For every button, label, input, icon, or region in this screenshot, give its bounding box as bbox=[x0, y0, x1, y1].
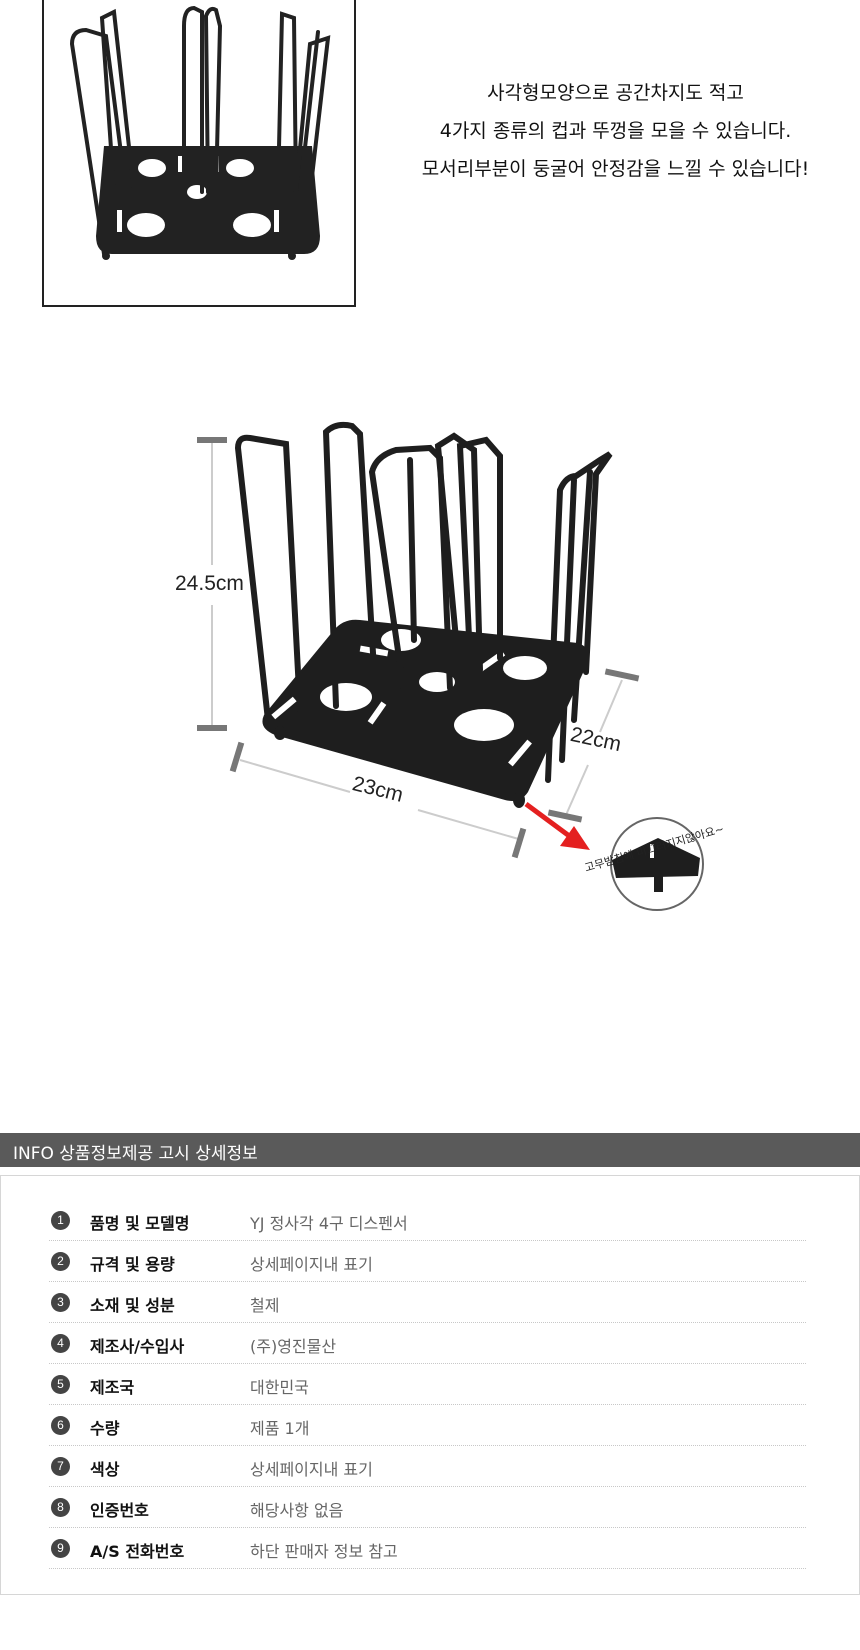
row-number-badge: 6 bbox=[51, 1416, 70, 1435]
row-label: 인증번호 bbox=[90, 1501, 149, 1520]
row-label: 제조사/수입사 bbox=[90, 1337, 185, 1356]
row-label: 수량 bbox=[90, 1419, 120, 1438]
row-value: (주)영진물산 bbox=[250, 1337, 337, 1356]
row-label: 품명 및 모델명 bbox=[90, 1214, 190, 1233]
info-header-bar: INFO 상품정보제공 고시 상세정보 bbox=[0, 1133, 860, 1167]
row-value: 상세페이지내 표기 bbox=[250, 1255, 373, 1274]
row-value: 대한민국 bbox=[250, 1378, 309, 1397]
row-label: A/S 전화번호 bbox=[90, 1542, 185, 1561]
rack-image bbox=[234, 421, 613, 808]
info-row: 6 수량 제품 1개 bbox=[49, 1405, 806, 1446]
info-row: 8 인증번호 해당사항 없음 bbox=[49, 1487, 806, 1528]
info-row: 4 제조사/수입사 (주)영진물산 bbox=[49, 1323, 806, 1364]
info-row: 7 색상 상세페이지내 표기 bbox=[49, 1446, 806, 1487]
info-table: 1 품명 및 모델명 YJ 정사각 4구 디스펜서 2 규격 및 용량 상세페이… bbox=[0, 1175, 860, 1595]
row-value: 제품 1개 bbox=[250, 1419, 310, 1438]
info-row: 2 규격 및 용량 상세페이지내 표기 bbox=[49, 1241, 806, 1282]
row-label: 색상 bbox=[90, 1460, 120, 1479]
depth-dimension-line bbox=[547, 668, 640, 823]
dimension-diagram: 24.5cm 23cm 22cm 고무받침에 미끄러지지않아요~ bbox=[0, 420, 860, 980]
info-row: 1 품명 및 모델명 YJ 정사각 4구 디스펜서 bbox=[49, 1200, 806, 1241]
row-value: 철제 bbox=[250, 1296, 280, 1315]
height-label: 24.5cm bbox=[175, 572, 244, 595]
row-number-badge: 9 bbox=[51, 1539, 70, 1558]
description-line-3: 모서리부분이 둥굴어 안정감을 느낄 수 있습니다! bbox=[421, 158, 810, 180]
row-label: 규격 및 용량 bbox=[90, 1255, 175, 1274]
height-dimension-line bbox=[197, 437, 227, 731]
description-line-1: 사각형모양으로 공간차지도 적고 bbox=[487, 82, 744, 104]
info-row: 5 제조국 대한민국 bbox=[49, 1364, 806, 1405]
row-number-badge: 8 bbox=[51, 1498, 70, 1517]
row-value: 상세페이지내 표기 bbox=[250, 1460, 373, 1479]
width-dimension-line bbox=[229, 741, 527, 859]
row-number-badge: 1 bbox=[51, 1211, 70, 1230]
info-row: 9 A/S 전화번호 하단 판매자 정보 참고 bbox=[49, 1528, 806, 1569]
row-number-badge: 4 bbox=[51, 1334, 70, 1353]
description-line-2: 4가지 종류의 컵과 뚜껑을 모을 수 있습니다. bbox=[439, 120, 792, 142]
row-number-badge: 7 bbox=[51, 1457, 70, 1476]
arrow-icon bbox=[524, 801, 590, 850]
row-value: 하단 판매자 정보 참고 bbox=[250, 1542, 398, 1561]
product-photo-top bbox=[42, 0, 356, 307]
row-number-badge: 2 bbox=[51, 1252, 70, 1271]
row-label: 제조국 bbox=[90, 1378, 135, 1397]
row-label: 소재 및 성분 bbox=[90, 1296, 175, 1315]
row-value: 해당사항 없음 bbox=[250, 1501, 344, 1520]
info-title: INFO 상품정보제공 고시 상세정보 bbox=[13, 1144, 258, 1164]
row-value: YJ 정사각 4구 디스펜서 bbox=[250, 1214, 408, 1233]
row-number-badge: 3 bbox=[51, 1293, 70, 1312]
row-number-badge: 5 bbox=[51, 1375, 70, 1394]
product-description: 사각형모양으로 공간차지도 적고 4가지 종류의 컵과 뚜껑을 모을 수 있습니… bbox=[378, 74, 853, 188]
info-row: 3 소재 및 성분 철제 bbox=[49, 1282, 806, 1323]
rubber-feet-zoom bbox=[610, 817, 704, 911]
